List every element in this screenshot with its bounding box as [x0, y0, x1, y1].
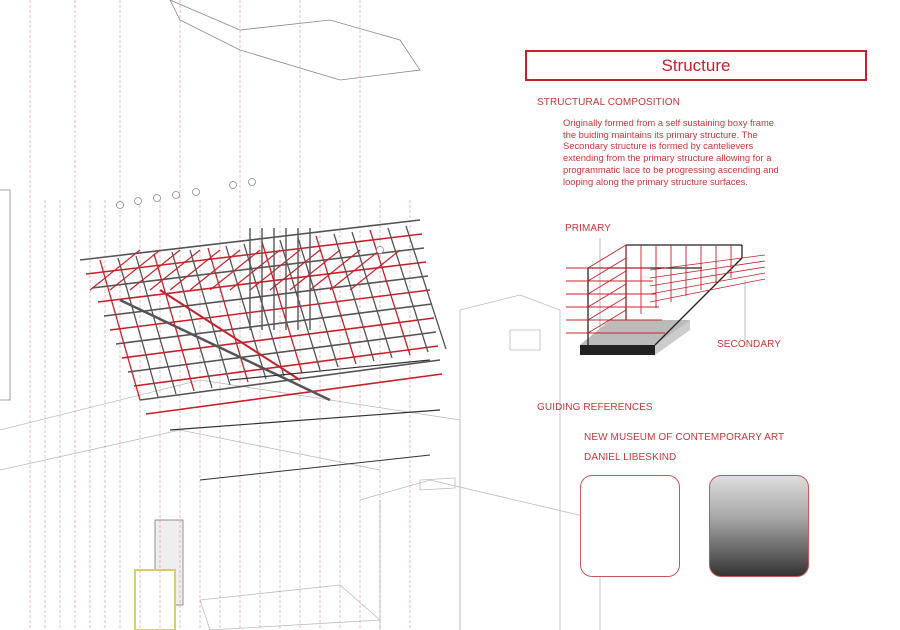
line	[169, 249, 221, 291]
line	[229, 359, 431, 381]
line	[171, 251, 213, 389]
line	[145, 373, 443, 415]
line	[587, 296, 627, 321]
line	[119, 298, 331, 402]
line	[315, 235, 357, 365]
grid-markers	[116, 178, 384, 254]
grid-marker-circle	[376, 246, 384, 254]
primary-secondary-diagram	[566, 238, 766, 355]
grid-marker-circle	[172, 191, 180, 199]
line	[587, 244, 627, 269]
reference-photo	[709, 475, 809, 577]
line	[89, 249, 141, 291]
line	[127, 331, 437, 373]
line	[85, 233, 423, 275]
line	[333, 233, 375, 362]
line	[133, 345, 439, 387]
line	[654, 257, 743, 346]
structural-composition-text: Originally formed from a self sustaining…	[563, 117, 779, 187]
line	[387, 227, 429, 353]
line	[109, 249, 161, 291]
line	[269, 249, 321, 291]
line	[349, 249, 401, 291]
reference-project-name: NEW MUSEUM OF CONTEMPORARY ART	[584, 432, 785, 443]
line	[587, 270, 627, 295]
line	[587, 283, 627, 308]
line	[199, 454, 431, 481]
line	[587, 309, 627, 334]
secondary-label: SECONDARY	[717, 339, 782, 350]
line	[649, 266, 766, 287]
grid-marker-circle	[248, 178, 256, 186]
line	[405, 225, 447, 350]
line	[649, 254, 766, 271]
line	[207, 247, 249, 383]
primary-label: PRIMARY	[565, 223, 612, 234]
line	[329, 249, 381, 291]
grid-marker-circle	[229, 181, 237, 189]
line	[169, 409, 441, 431]
line	[153, 253, 195, 392]
line	[297, 237, 339, 368]
line	[649, 260, 766, 279]
line	[99, 259, 141, 401]
line	[261, 241, 303, 374]
line	[159, 289, 301, 381]
projection-lines	[29, 0, 411, 630]
reference-plan-frame	[580, 475, 680, 577]
line	[103, 275, 429, 317]
line	[149, 249, 201, 291]
structural-grid	[79, 219, 447, 481]
grid-marker-circle	[116, 201, 124, 209]
reference-architect-name: DANIEL LIBESKIND	[584, 452, 677, 463]
line	[351, 231, 393, 359]
line	[135, 255, 177, 395]
line	[129, 249, 181, 291]
line	[309, 249, 361, 291]
line	[249, 249, 301, 291]
line	[649, 278, 766, 303]
guiding-references-heading: GUIDING REFERENCES	[537, 402, 653, 413]
grid-marker-circle	[134, 197, 142, 205]
line	[189, 249, 241, 291]
grid-marker-circle	[192, 188, 200, 196]
line	[587, 257, 627, 282]
structural-composition-heading: STRUCTURAL COMPOSITION	[537, 97, 680, 108]
line	[189, 249, 231, 386]
line	[229, 249, 281, 291]
line	[117, 257, 159, 398]
line	[109, 289, 431, 331]
grid-marker-circle	[153, 194, 161, 202]
line	[209, 249, 261, 291]
line	[649, 272, 766, 295]
line	[225, 245, 267, 380]
page-title: Structure	[525, 50, 867, 81]
context-buildings	[0, 0, 601, 630]
